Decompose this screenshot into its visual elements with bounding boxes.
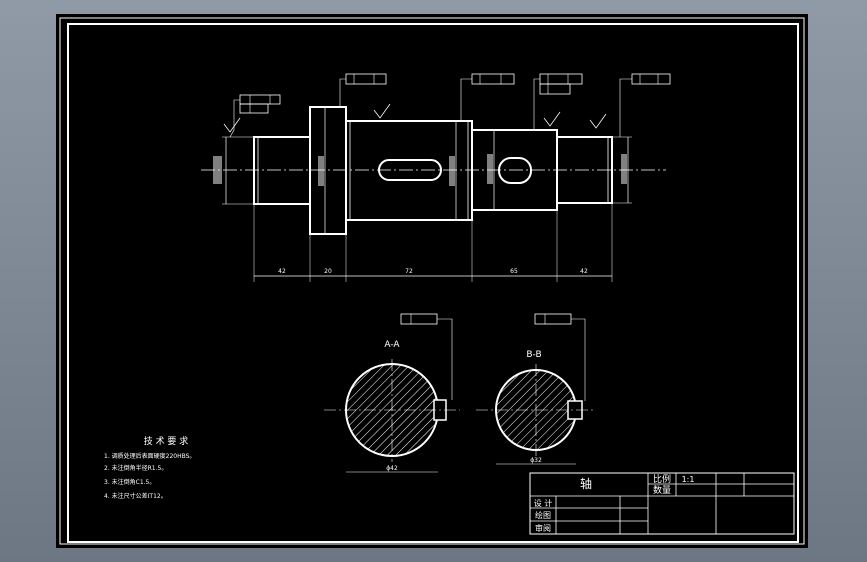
shaft-step-5 <box>556 136 613 204</box>
shaft-step-1 <box>253 136 311 205</box>
tolerance-frames <box>223 73 671 138</box>
tech-req-item: 3. 未注倒角C1.5。 <box>104 478 155 486</box>
drawing-label: 绘图 <box>535 510 551 520</box>
section-a-diameter: ϕ42 <box>386 465 398 472</box>
tech-req-item: 1. 调质处理后表面硬度220HBS。 <box>104 452 195 460</box>
dia-label-mark <box>449 156 455 186</box>
cad-viewport[interactable]: 42 20 72 65 42 <box>56 14 808 548</box>
section-a-a: A-A ϕ42 <box>324 313 460 473</box>
section-b-label: B-B <box>526 350 541 360</box>
shaft-collar <box>309 106 347 235</box>
length-dim-5: 42 <box>580 268 588 275</box>
scale-label: 比例 <box>653 473 671 485</box>
section-b-diameter: ϕ32 <box>530 457 542 464</box>
length-dim-3: 72 <box>405 268 413 275</box>
tech-req-title: 技 术 要 求 <box>144 435 189 447</box>
scale-value: 1:1 <box>682 475 695 484</box>
tech-req-item: 2. 未注倒角半径R1.5。 <box>104 464 167 472</box>
tech-req-item: 4. 未注尺寸公差IT12。 <box>104 492 167 500</box>
length-dim-1: 42 <box>278 268 286 275</box>
review-label: 审阅 <box>535 523 551 533</box>
diameter-dimensions <box>213 107 632 234</box>
dia-label-mark <box>487 154 493 184</box>
length-dimensions: 42 20 72 65 42 <box>253 203 613 282</box>
outer-border <box>59 17 805 545</box>
keyway-1 <box>378 159 442 181</box>
inner-border <box>67 23 799 543</box>
dia-label-mark <box>213 156 222 184</box>
title-block: 轴 比例 1:1 数量 设 计 绘图 审阅 <box>529 472 795 535</box>
length-dim-2: 20 <box>324 268 332 275</box>
tech-requirements: 技 术 要 求 1. 调质处理后表面硬度220HBS。 2. 未注倒角半径R1.… <box>104 435 195 500</box>
qty-label: 数量 <box>653 484 671 496</box>
shaft-main-view <box>253 106 613 235</box>
length-dim-4: 65 <box>510 268 518 275</box>
section-b-b: B-B ϕ32 <box>476 313 596 465</box>
dia-label-mark <box>318 156 324 186</box>
design-label: 设 计 <box>534 498 553 508</box>
drawing-sheet: 42 20 72 65 42 <box>59 17 805 545</box>
dia-label-mark <box>621 154 627 184</box>
section-a-label: A-A <box>384 340 400 350</box>
part-name: 轴 <box>580 476 592 491</box>
keyway-2 <box>498 157 532 184</box>
